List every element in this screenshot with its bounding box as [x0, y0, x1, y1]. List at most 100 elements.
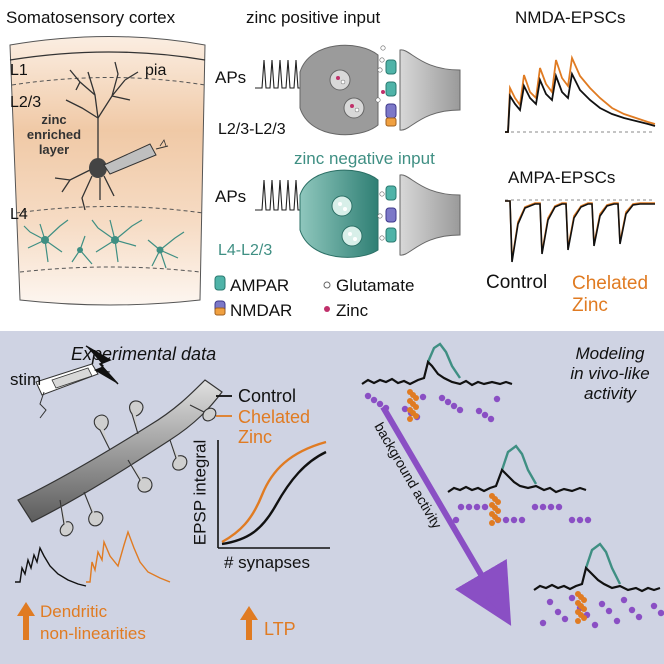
- traces-legend-chelated: Chelated Zinc: [572, 273, 649, 316]
- zinc-negative-title: zinc negative input: [294, 149, 435, 168]
- nmda-epscs-title: NMDA-EPSCs: [515, 8, 626, 27]
- background-spike-dot: [452, 516, 460, 524]
- lightning-icon: [86, 346, 118, 384]
- l4-soma-4: [77, 247, 83, 253]
- background-arrow-head: [486, 592, 503, 612]
- epsp-curve-chelated: [221, 440, 327, 544]
- graph-legend-chelated: Chelated Zinc: [238, 407, 311, 447]
- background-spike-dot: [591, 621, 599, 629]
- background-spike-dot: [502, 516, 510, 524]
- background-spike-dot: [531, 503, 539, 511]
- synchronous-input-dot: [581, 615, 587, 621]
- synchronous-input-dot: [575, 618, 581, 624]
- ltp-up-arrow-icon: [240, 606, 258, 640]
- background-spike-dot: [598, 600, 606, 608]
- background-spike-dot: [438, 394, 446, 402]
- glutamate-legend-label: Glutamate: [336, 276, 415, 295]
- background-spike-dot: [628, 606, 636, 614]
- background-spike-dot: [568, 594, 576, 602]
- background-spike-dot: [487, 415, 495, 423]
- background-spike-dot: [510, 516, 518, 524]
- background-spike-dot: [584, 516, 592, 524]
- background-spike-dot: [568, 516, 576, 524]
- background-spike-dot: [539, 503, 547, 511]
- background-spike-dot: [364, 392, 372, 400]
- model-trace-1: [361, 342, 513, 387]
- dendrite-illustration: [17, 345, 223, 537]
- dendritic-up-arrow-icon: [17, 602, 35, 640]
- aps-label-positive: APs: [215, 68, 247, 87]
- background-spike-dot: [554, 608, 562, 616]
- l4-soma-1: [41, 236, 49, 244]
- background-activity-arrow: [380, 405, 512, 626]
- nmda-trace-chelated: [505, 54, 656, 133]
- layer-boundary-l4: [15, 206, 204, 214]
- background-spike-dot: [576, 516, 584, 524]
- dendritic-trace-control: [15, 545, 87, 587]
- background-spike-dot: [650, 602, 658, 610]
- background-spike-dot: [481, 411, 489, 419]
- background-spike-dot: [465, 503, 473, 511]
- cortex-title: Somatosensory cortex: [6, 8, 176, 27]
- background-spike-dot: [518, 516, 526, 524]
- graph-ylabel: EPSP integral: [190, 439, 210, 546]
- l4-soma-2: [111, 236, 119, 244]
- ap-trace-negative: [255, 179, 302, 211]
- zinc-icon: [324, 306, 330, 312]
- nmda-trace-control: [505, 71, 656, 133]
- ampar-legend-label: AMPAR: [230, 276, 290, 295]
- raster-dots: [364, 389, 664, 629]
- ampa-epsc-traces: [505, 199, 655, 263]
- pathway-label-positive: L2/3-L2/3: [218, 121, 286, 138]
- layer-label-l1: L1: [10, 62, 28, 79]
- pia-line: [9, 51, 206, 61]
- synchronous-input-dot: [495, 517, 501, 523]
- traces-legend-control: Control: [486, 272, 548, 293]
- ampar-icon: [214, 275, 226, 291]
- bottom-panel-bg: [0, 331, 664, 664]
- nmda-epsc-traces: [505, 54, 656, 133]
- background-spike-dot: [555, 503, 563, 511]
- layer-boundary-bottom: [19, 266, 201, 273]
- background-spike-dot: [561, 615, 569, 623]
- background-spike-dot: [376, 400, 384, 408]
- synchronous-input-dot: [581, 597, 587, 603]
- synchronous-input-dot: [495, 508, 501, 514]
- synchronous-input-dot: [413, 413, 419, 419]
- l4-soma-3: [156, 246, 164, 254]
- modeling-title: Modeling in vivo-like activity: [570, 344, 650, 403]
- synchronous-input-dot: [413, 395, 419, 401]
- background-spike-dot: [620, 596, 628, 604]
- background-spike-dot: [401, 405, 409, 413]
- synapse-negative: [299, 169, 461, 258]
- background-spike-dot: [370, 396, 378, 404]
- background-spike-dot: [657, 609, 664, 617]
- background-spike-dot: [444, 398, 452, 406]
- background-spike-dot: [481, 503, 489, 511]
- synchronous-input-dot: [407, 416, 413, 422]
- zinc-positive-title: zinc positive input: [246, 8, 381, 27]
- nmdar-legend-label: NMDAR: [230, 301, 293, 320]
- zinc-enriched-layer-label: zinc enriched layer: [26, 112, 82, 157]
- cortex-section: [9, 36, 206, 306]
- layer-label-l23: L2/3: [10, 94, 42, 111]
- epsp-graph: [216, 395, 330, 549]
- ampa-trace-control: [505, 200, 655, 263]
- model-trace-3: [533, 542, 661, 593]
- l4-neurons: [23, 219, 185, 269]
- synapse-positive: [299, 44, 461, 136]
- experimental-data-title: Experimental data: [71, 344, 217, 364]
- dendritic-nonlinearities-label: Dendritic non-linearities: [40, 602, 146, 643]
- synchronous-input-dot: [489, 520, 495, 526]
- postsynaptic-spine-positive: [399, 49, 461, 131]
- synchronous-input-dot: [413, 404, 419, 410]
- aps-label-negative: APs: [215, 187, 247, 206]
- layer-boundary-l23: [11, 77, 206, 86]
- background-spike-dot: [473, 503, 481, 511]
- background-spike-dot: [456, 406, 464, 414]
- neuron-soma: [89, 158, 107, 178]
- background-spike-dot: [475, 407, 483, 415]
- graph-legend-control: Control: [238, 386, 297, 406]
- background-spike-dot: [457, 503, 465, 511]
